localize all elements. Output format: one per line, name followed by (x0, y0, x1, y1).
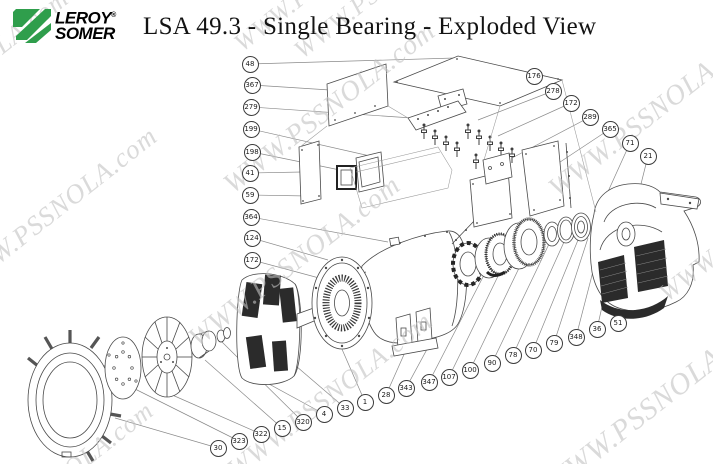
callout-78: 78 (504, 346, 522, 364)
callout-279: 279 (242, 98, 260, 116)
callout-21: 21 (639, 147, 657, 165)
callout-323: 323 (230, 432, 248, 450)
exciter-and-bearing-stack (451, 212, 591, 287)
logo-trademark: ® (111, 12, 116, 19)
rear-bracket (589, 183, 702, 319)
callout-348: 348 (567, 328, 585, 346)
callout-124: 124 (243, 229, 261, 247)
logo-text: LEROY® SOMER (55, 8, 116, 43)
callout-15: 15 (273, 419, 291, 437)
callout-70: 70 (524, 341, 542, 359)
coupling-disc (104, 336, 142, 400)
terminal-strip (407, 100, 467, 131)
logo-line1: LEROY (55, 8, 112, 28)
callout-343: 343 (397, 379, 415, 397)
terminal-studs (421, 123, 515, 175)
callout-4: 4 (315, 405, 333, 423)
side-panel-left (298, 140, 322, 205)
callout-28: 28 (377, 386, 395, 404)
terminal-box-assembly (298, 55, 597, 228)
callout-30: 30 (209, 439, 227, 457)
callout-79: 79 (545, 334, 563, 352)
leroy-somer-logo: LEROY® SOMER (12, 8, 116, 44)
callout-41: 41 (241, 164, 259, 182)
hub-adapter (190, 327, 231, 359)
callout-364: 364 (242, 208, 260, 226)
callout-278: 278 (544, 82, 562, 100)
avr-unit (355, 151, 385, 193)
leroy-somer-logo-icon (13, 9, 51, 43)
rear-sheet-panel (521, 140, 565, 217)
front-flange-ring (311, 256, 373, 350)
callout-289: 289 (581, 108, 599, 126)
bearing (571, 212, 591, 242)
callout-51: 51 (609, 314, 627, 332)
page-title: LSA 49.3 - Single Bearing - Exploded Vie… (143, 13, 597, 40)
terminal-box-base (349, 146, 453, 209)
exciter-stator (503, 217, 546, 270)
callout-1: 1 (356, 393, 374, 411)
drive-end-bracket (27, 330, 124, 462)
air-inlet-grille (598, 240, 669, 303)
callout-59: 59 (241, 186, 259, 204)
stator-housing (354, 230, 468, 357)
exciter-armature (474, 232, 516, 279)
callout-367: 367 (243, 76, 261, 94)
callout-199: 199 (242, 120, 260, 138)
callout-172: 172 (243, 251, 261, 269)
callout-33: 33 (336, 399, 354, 417)
callout-365: 365 (601, 120, 619, 138)
fan (141, 316, 193, 398)
logo-line2: SOMER (55, 23, 115, 43)
circlip (557, 216, 575, 244)
callout-90: 90 (483, 354, 501, 372)
mounting-feet (391, 307, 439, 357)
callout-322: 322 (252, 425, 270, 443)
callout-347: 347 (420, 373, 438, 391)
callout-172: 172 (562, 94, 580, 112)
callout-320: 320 (294, 413, 312, 431)
callout-48: 48 (241, 55, 259, 73)
callout-100: 100 (461, 361, 479, 379)
callout-36: 36 (588, 320, 606, 338)
callout-176: 176 (525, 67, 543, 85)
callout-198: 198 (243, 143, 261, 161)
callout-107: 107 (440, 368, 458, 386)
support-bracket (482, 152, 513, 185)
callout-71: 71 (621, 134, 639, 152)
